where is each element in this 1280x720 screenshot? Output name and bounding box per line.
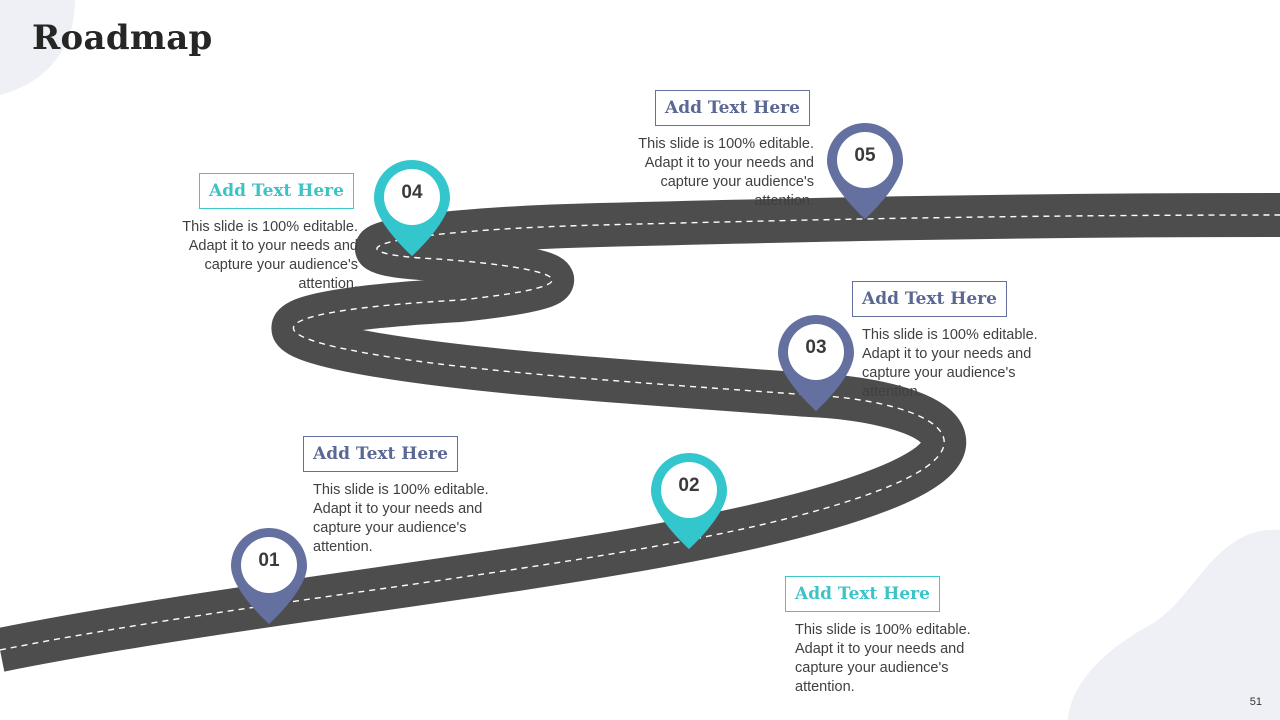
milestone-pin-04: 04 [372,158,452,258]
milestone-number: 04 [401,182,423,203]
milestone-pin-01: 01 [229,526,309,626]
map-pin-icon [374,160,450,256]
milestone-number: 01 [258,550,280,571]
road-center-line [0,214,1280,651]
milestone-pin-03: 03 [776,313,856,413]
milestone-heading-03: Add Text Here [852,281,1007,317]
bottom-right-blob [1068,529,1280,720]
milestone-text-05: This slide is 100% editable. Adapt it to… [638,136,814,209]
page-number: 51 [1249,696,1262,708]
page-title: Roadmap [32,18,213,58]
milestone-text-03: This slide is 100% editable. Adapt it to… [862,327,1038,400]
milestone-pin-02: 02 [649,451,729,551]
map-pin-icon [231,528,307,624]
milestone-heading-01: Add Text Here [303,436,458,472]
milestone-number: 05 [854,145,876,166]
top-left-blob [0,0,75,95]
milestone-heading-02: Add Text Here [785,576,940,612]
map-pin-icon [827,123,903,219]
milestone-number: 03 [805,337,827,358]
milestone-text-04: This slide is 100% editable. Adapt it to… [182,219,358,292]
milestone-heading-05: Add Text Here [655,90,810,126]
milestone-heading-04: Add Text Here [199,173,354,209]
milestone-number: 02 [678,475,700,496]
map-pin-icon [778,315,854,411]
map-pin-icon [651,453,727,549]
milestone-pin-05: 05 [825,121,905,221]
milestone-text-01: This slide is 100% editable. Adapt it to… [313,482,489,555]
milestone-text-02: This slide is 100% editable. Adapt it to… [795,622,971,695]
